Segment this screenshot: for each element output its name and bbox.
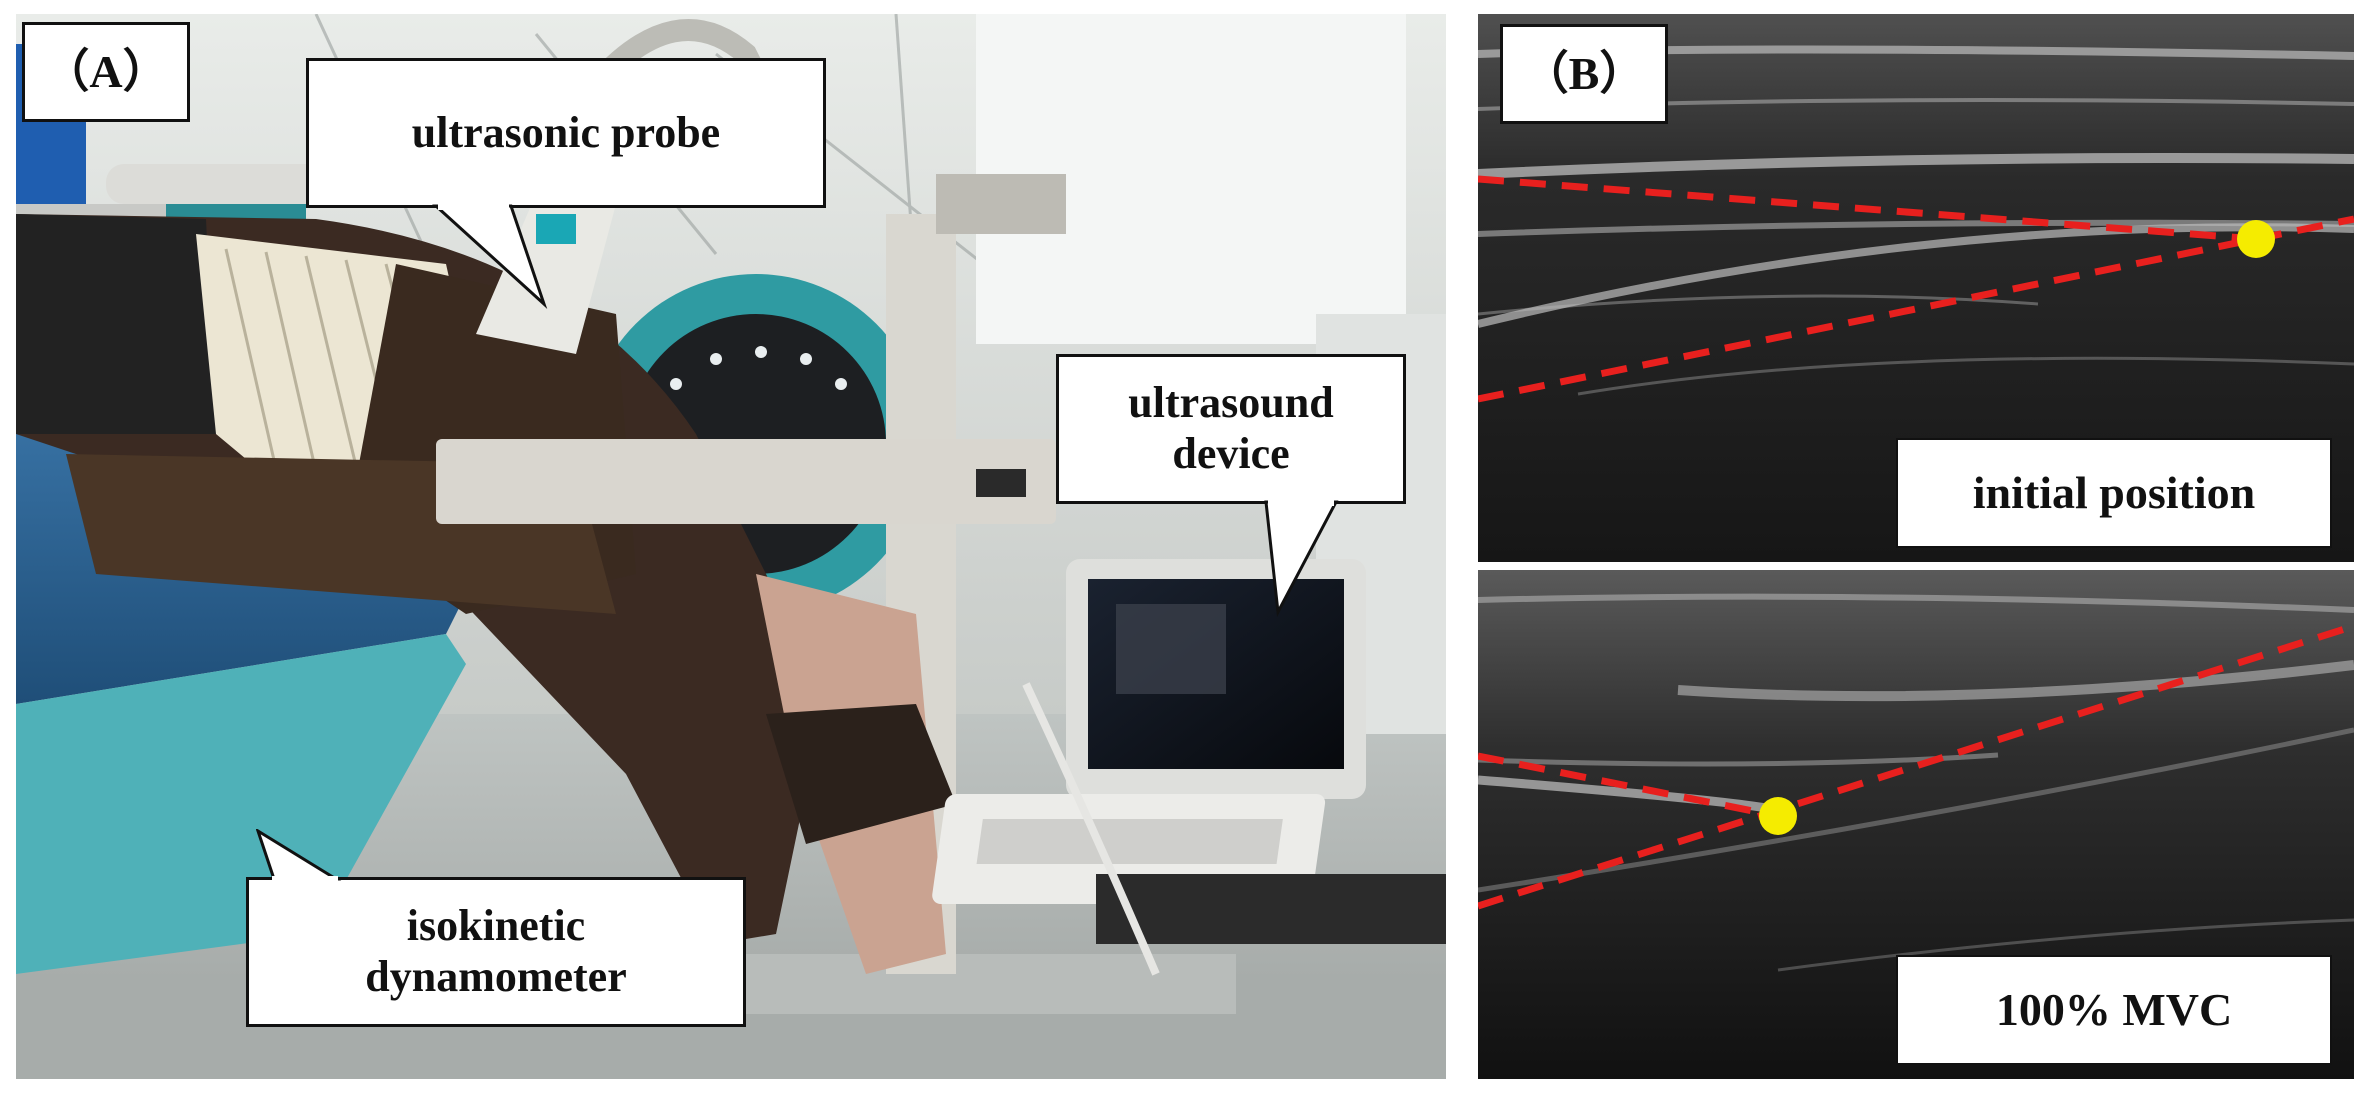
dynamometer-dots bbox=[670, 346, 847, 390]
callout-ultrasound-device-line2: device bbox=[1172, 429, 1290, 478]
callout-ultrasonic-probe: ultrasonic probe bbox=[306, 58, 826, 208]
ultrasonic-probe bbox=[476, 194, 616, 354]
callout-ultrasound-device: ultrasound device bbox=[1056, 354, 1406, 504]
superficial-aponeurosis-line bbox=[1478, 175, 2257, 243]
panel-a-letter: （A） bbox=[22, 22, 190, 122]
black-sleeve bbox=[16, 214, 216, 434]
table-base bbox=[16, 634, 466, 974]
callout-dyn-pointer bbox=[256, 829, 342, 883]
label-100-mvc: 100% MVC bbox=[1896, 955, 2332, 1065]
white-arm bbox=[106, 164, 336, 204]
laptop-cable bbox=[1022, 682, 1160, 976]
panel-b-letter: （B） bbox=[1500, 24, 1668, 124]
panel-a-photo: （A） ultrasonic probe ultrasound device i… bbox=[16, 14, 1446, 1079]
post-top bbox=[936, 174, 1066, 234]
lab-photo-illustration bbox=[16, 14, 1446, 1079]
callout-probe-pointer bbox=[432, 204, 548, 309]
arm-slot bbox=[976, 469, 1026, 497]
fascicle-line-mvc bbox=[1478, 622, 2354, 910]
callout-isokinetic-dynamometer-line1: isokinetic bbox=[406, 901, 586, 951]
panel-b-ultrasound-mvc: 100% MVC bbox=[1478, 570, 2354, 1079]
fascicle-line bbox=[1478, 235, 2257, 403]
pennation-lines-mvc bbox=[1478, 622, 2354, 910]
panel-b-ultrasound-initial: （B） initial position bbox=[1478, 14, 2354, 562]
ultrasound-laptop bbox=[932, 559, 1446, 944]
superficial-aponeurosis-line-mvc bbox=[1478, 752, 1779, 820]
probe-band bbox=[536, 214, 576, 244]
callout-isokinetic-dynamometer: isokinetic dynamometer bbox=[246, 877, 746, 1027]
toe-strap bbox=[766, 704, 956, 844]
junction-marker bbox=[2237, 220, 2275, 258]
callout-ultrasound-device-line1: ultrasound bbox=[1128, 378, 1334, 428]
metal-arm bbox=[436, 439, 1056, 524]
callout-device-pointer bbox=[1264, 500, 1339, 618]
label-initial-position: initial position bbox=[1896, 438, 2332, 548]
junction-marker-mvc bbox=[1759, 797, 1797, 835]
fascia-bands-mvc bbox=[1478, 593, 2354, 972]
callout-isokinetic-dynamometer-line2: dynamometer bbox=[365, 952, 627, 1001]
